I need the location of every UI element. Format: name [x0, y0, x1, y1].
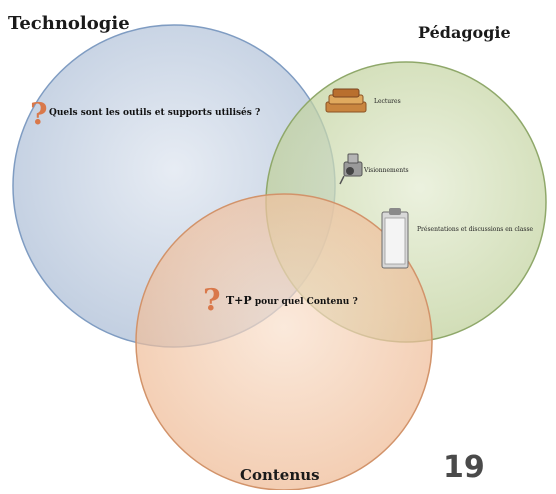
pedagogie-item-lectures: Lectures	[374, 98, 401, 105]
center-question-tp: T+P	[226, 294, 252, 307]
books-icon	[325, 88, 367, 113]
clipboard-icon	[381, 208, 409, 269]
camera-icon	[339, 153, 363, 185]
svg-text:?: ?	[203, 283, 221, 318]
center-question-rest: pour quel Contenu ?	[254, 297, 358, 307]
question-mark-icon: ?	[203, 283, 221, 318]
question-mark-icon: ?	[30, 97, 48, 132]
page-number: 19	[443, 450, 485, 485]
title-technologie: Technologie	[8, 13, 130, 34]
pedagogie-item-presentations: Présentations et discussions en classe	[417, 226, 534, 233]
center-question: T+P pour quel Contenu ?	[226, 294, 358, 307]
tech-question: Quels sont les outils et supports utilis…	[49, 108, 261, 118]
svg-text:?: ?	[30, 97, 48, 132]
pedagogie-item-visionnements: Visionnements	[364, 167, 409, 174]
title-contenus: Contenus	[240, 466, 320, 484]
title-pedagogie: Pédagogie	[418, 23, 511, 42]
